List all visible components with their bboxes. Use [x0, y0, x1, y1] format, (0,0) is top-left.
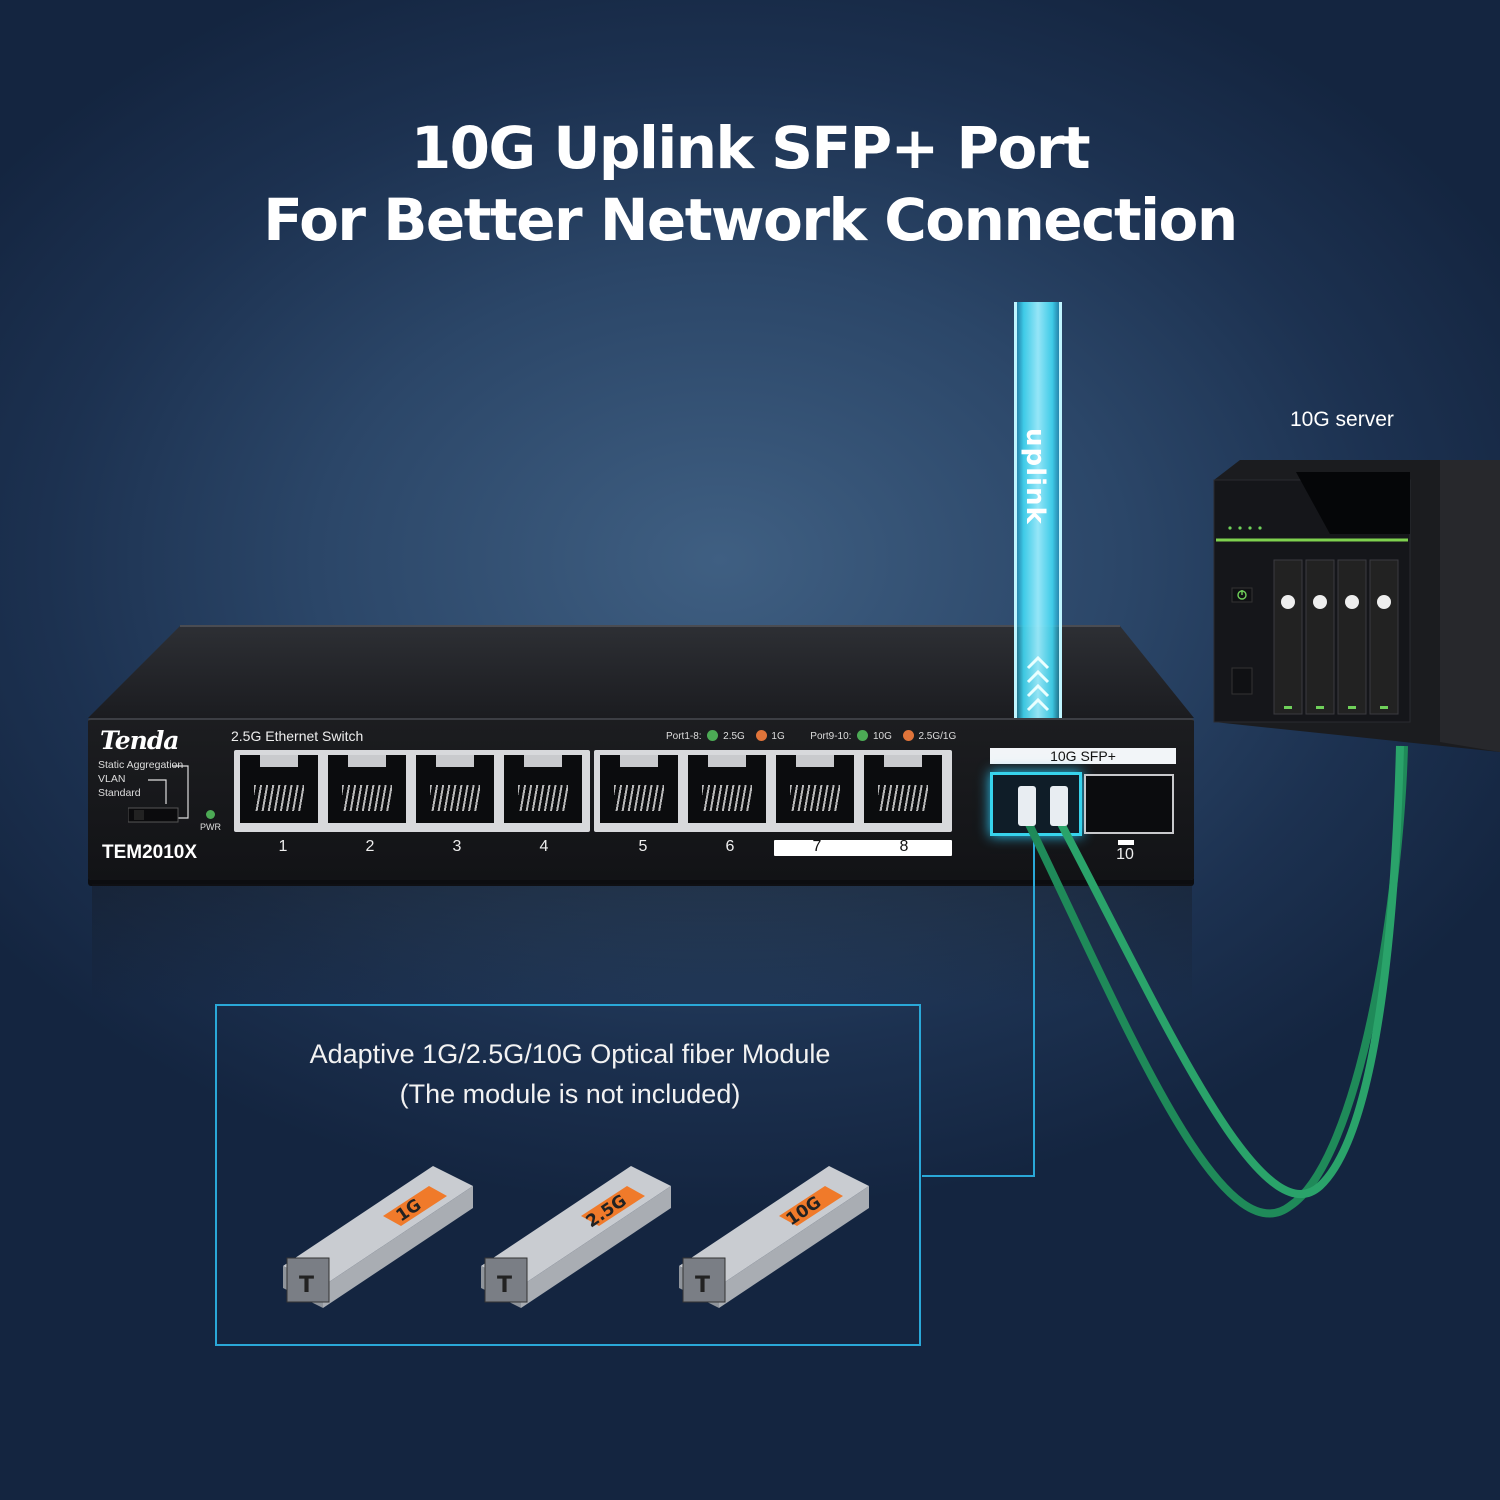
mode-vlan: VLAN: [98, 773, 126, 785]
green-led-icon: [707, 730, 719, 741]
port-number-3: 3: [452, 838, 462, 855]
ethernet-port-8[interactable]: [864, 755, 942, 823]
port-7-8-highlight-bar: [774, 840, 952, 856]
nas-server: [1213, 460, 1500, 752]
svg-text:T: T: [299, 1273, 314, 1298]
mode-switch-bracket: [128, 765, 189, 823]
server-label: 10G server: [1290, 408, 1394, 431]
green-led-icon: [857, 730, 869, 741]
upward-chevrons-icon: [1026, 655, 1050, 712]
mode-standard: Standard: [98, 787, 141, 799]
svg-text:T: T: [497, 1273, 512, 1298]
ethernet-port-1[interactable]: [240, 755, 318, 823]
headline-line2: For Better Network Connection: [263, 186, 1238, 254]
module-line1: Adaptive 1G/2.5G/10G Optical fiber Modul…: [309, 1039, 831, 1069]
port-group-1-4: [234, 750, 590, 832]
sfp-port-10[interactable]: [1084, 774, 1174, 834]
port-number-7: 7: [812, 838, 822, 855]
sfp-module-2-5g: T 2.5G: [481, 1166, 671, 1308]
power-label: PWR: [200, 822, 221, 832]
module-info-box: Adaptive 1G/2.5G/10G Optical fiber Modul…: [215, 1004, 921, 1346]
port-number-8: 8: [899, 838, 909, 855]
port-number-10: 10: [1116, 846, 1134, 863]
uplink-label: uplink: [1020, 428, 1050, 525]
sfp-module-1g: T 1G: [283, 1166, 473, 1308]
ethernet-port-6[interactable]: [688, 755, 766, 823]
port-number-1: 1: [278, 838, 288, 855]
headline-line1: 10G Uplink SFP+ Port: [410, 114, 1091, 182]
port-number-2: 2: [365, 838, 375, 855]
sfp-port-9[interactable]: [990, 772, 1082, 836]
switch-title: 2.5G Ethernet Switch: [231, 728, 364, 744]
ethernet-port-4[interactable]: [504, 755, 582, 823]
port-group-5-8: [594, 750, 952, 832]
orange-led-icon: [755, 730, 767, 741]
module-line2: (The module is not included): [399, 1079, 741, 1109]
power-led: [206, 810, 215, 819]
led-legend: Port1-8: 2.5G 1G Port9-10: 10G 2.5G/1G: [666, 730, 957, 742]
brand-logo: Tenda: [100, 726, 179, 755]
ethernet-port-3[interactable]: [416, 755, 494, 823]
ethernet-port-7[interactable]: [776, 755, 854, 823]
switch-reflection: [92, 884, 1192, 1004]
mode-static-aggregation: Static Aggregation: [98, 759, 184, 771]
sfp-module-10g: T 10G: [679, 1166, 869, 1308]
orange-led-icon: [902, 730, 914, 741]
power-icon: [1237, 590, 1247, 600]
module-description: Adaptive 1G/2.5G/10G Optical fiber Modul…: [217, 1034, 923, 1114]
headline: 10G Uplink SFP+ Port For Better Network …: [0, 112, 1500, 256]
ethernet-port-5[interactable]: [600, 755, 678, 823]
drive-latch-icon: [1281, 595, 1391, 609]
ethernet-port-2[interactable]: [328, 755, 406, 823]
port-number-6: 6: [725, 838, 735, 855]
port-number-5: 5: [638, 838, 648, 855]
model-name: TEM2010X: [102, 842, 198, 863]
mode-list: Static Aggregation VLAN Standard: [98, 758, 183, 800]
switch-front-panel: Tenda Static Aggregation VLAN Standard P…: [88, 718, 1194, 880]
sfp-label: 10G SFP+: [990, 748, 1176, 764]
svg-text:T: T: [695, 1273, 710, 1298]
port-10-marker: [1118, 840, 1134, 845]
port-number-4: 4: [539, 838, 549, 855]
